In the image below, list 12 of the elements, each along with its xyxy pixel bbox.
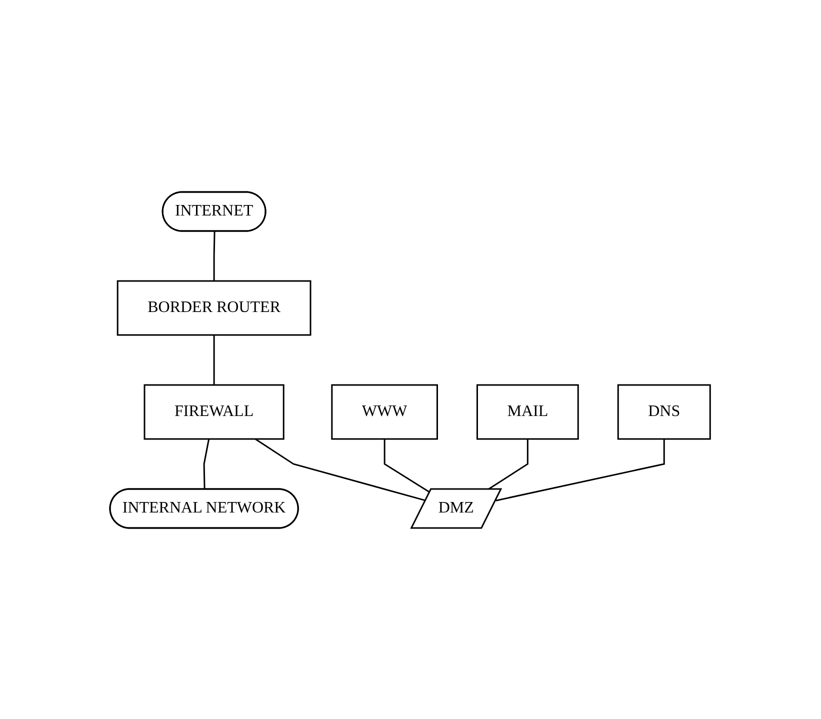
node-box: FIREWALL: [144, 384, 285, 440]
connector: [384, 438, 431, 492]
connector: [204, 438, 210, 489]
node-box: WWW: [332, 384, 438, 440]
connector: [214, 230, 216, 280]
node-box: BORDER ROUTER: [117, 280, 312, 336]
node-box: MAIL: [476, 384, 580, 440]
connector: [488, 438, 529, 490]
connector: [255, 438, 426, 501]
connector: [214, 334, 216, 384]
connector: [496, 438, 666, 501]
node-box: DNS: [618, 384, 712, 440]
